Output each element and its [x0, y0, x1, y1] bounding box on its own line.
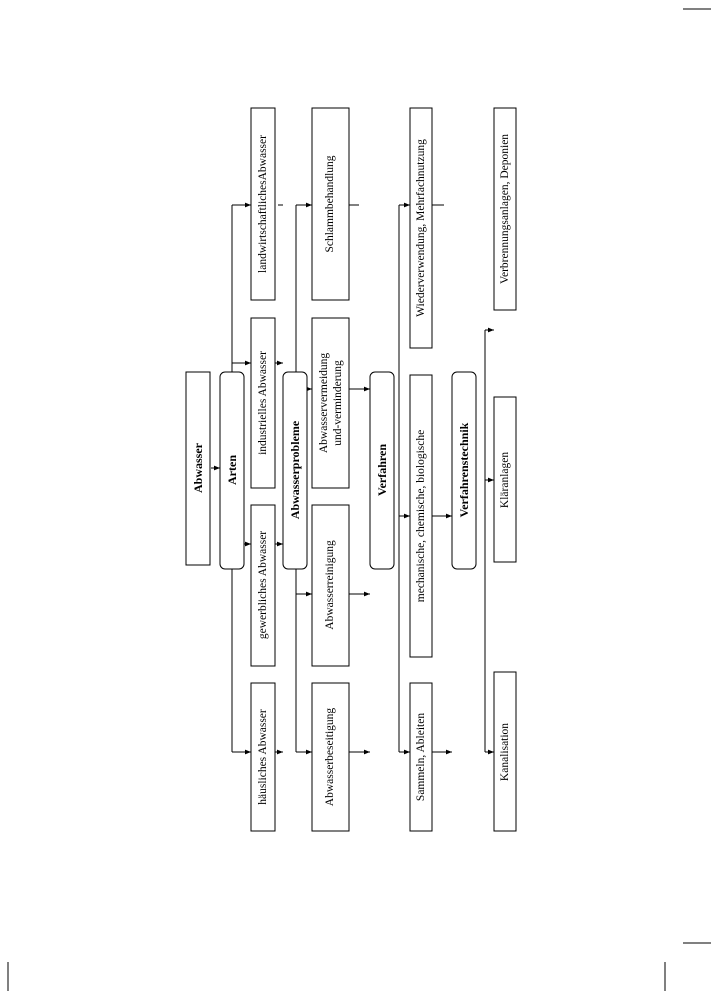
technik-item-klaeranlagen: Kläranlagen: [493, 396, 517, 563]
probleme-item-label: Abwasserbeseitigung: [324, 708, 336, 807]
verfahren-item-label: Wiederverwendung, Mehrfachnutzung: [415, 139, 427, 317]
probleme-item-label-line2: und-verminderung: [332, 360, 344, 446]
probleme-item-label-line1: Abwasservermeidung: [318, 353, 330, 454]
arten-item-label: häusliches Abwasser: [257, 709, 269, 805]
node-verfahrenstechnik: Verfahrenstechnik: [451, 371, 477, 570]
verfahren-item-label: Sammeln, Ableiten: [415, 713, 427, 801]
node-verfahren: Verfahren: [369, 371, 395, 570]
arten-item-label: industrielles Abwasser: [257, 351, 269, 455]
verfahren-item-wiederverwendung: Wiederverwendung, Mehrfachnutzung: [409, 107, 433, 349]
technik-item-verbrennung: Verbrennungsanlagen, Deponien: [493, 107, 517, 311]
arten-item-industriell: industrielles Abwasser: [250, 317, 276, 489]
probleme-item-vermeidung: Abwasservermeidung und-verminderung: [311, 317, 350, 489]
arten-item-landwirtschaftlich: landwirtschaftlichesAbwasser: [250, 107, 276, 301]
node-abwasserprobleme-label: Abwasserprobleme: [288, 420, 302, 519]
node-abwasser: Abwasser: [185, 371, 211, 566]
probleme-item-beseitigung: Abwasserbeseitigung: [311, 682, 350, 832]
technik-item-label: Verbrennungsanlagen, Deponien: [499, 134, 511, 284]
verfahren-item-sammeln: Sammeln, Ableiten: [409, 682, 433, 832]
arten-item-gewerblich: gewerbliches Abwasser: [250, 504, 276, 667]
technik-item-label: Kanalisation: [499, 723, 511, 781]
node-abwasser-label: Abwasser: [191, 442, 205, 493]
technik-item-kanalisation: Kanalisation: [493, 671, 517, 832]
verfahren-item-label: mechanische, chemische, biologische: [415, 430, 427, 602]
technik-item-label: Kläranlagen: [499, 452, 511, 508]
node-arten-label: Arten: [225, 455, 239, 485]
probleme-item-label: Schlammbehandlung: [324, 155, 336, 252]
probleme-item-reinigung: Abwasserreinigung: [311, 504, 350, 667]
node-verfahren-label: Verfahren: [375, 444, 389, 496]
node-verfahrenstechnik-label: Verfahrenstechnik: [457, 422, 471, 517]
arten-item-label: landwirtschaftlichesAbwasser: [257, 135, 269, 273]
probleme-item-label: Abwasserreinigung: [324, 540, 336, 630]
node-abwasserprobleme: Abwasserprobleme: [282, 371, 308, 570]
node-arten: Arten: [219, 371, 245, 570]
verfahren-item-mechanisch: mechanische, chemische, biologische: [409, 374, 433, 658]
arten-item-haeuslich: häusliches Abwasser: [250, 682, 276, 832]
probleme-item-schlamm: Schlammbehandlung: [311, 107, 350, 301]
arten-item-label: gewerbliches Abwasser: [257, 531, 269, 639]
